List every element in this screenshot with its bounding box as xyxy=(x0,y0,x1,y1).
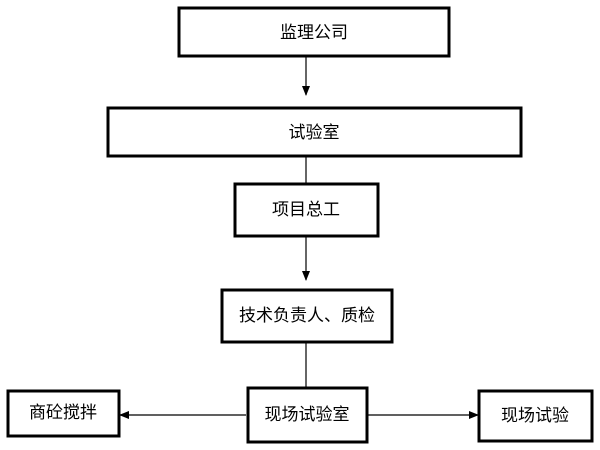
connectors xyxy=(119,57,479,419)
node-site-laboratory-label: 现场试验室 xyxy=(265,405,350,425)
node-supervision-company: 监理公司 xyxy=(177,6,451,58)
node-supervision-company-label: 监理公司 xyxy=(280,23,348,43)
node-site-testing-label: 现场试验 xyxy=(501,406,569,426)
node-site-testing: 现场试验 xyxy=(477,389,594,443)
node-technical-lead-qc-label: 技术负责人、质检 xyxy=(239,306,375,326)
node-technical-lead-qc: 技术负责人、质检 xyxy=(220,288,394,344)
node-site-laboratory: 现场试验室 xyxy=(246,386,369,444)
node-chief-engineer: 项目总工 xyxy=(233,182,380,238)
node-laboratory-label: 试验室 xyxy=(289,123,340,143)
node-commercial-concrete-mixing-label: 商砼搅拌 xyxy=(29,403,97,423)
node-commercial-concrete-mixing: 商砼搅拌 xyxy=(6,389,121,438)
node-chief-engineer-label: 项目总工 xyxy=(272,200,340,220)
node-laboratory: 试验室 xyxy=(106,106,523,158)
